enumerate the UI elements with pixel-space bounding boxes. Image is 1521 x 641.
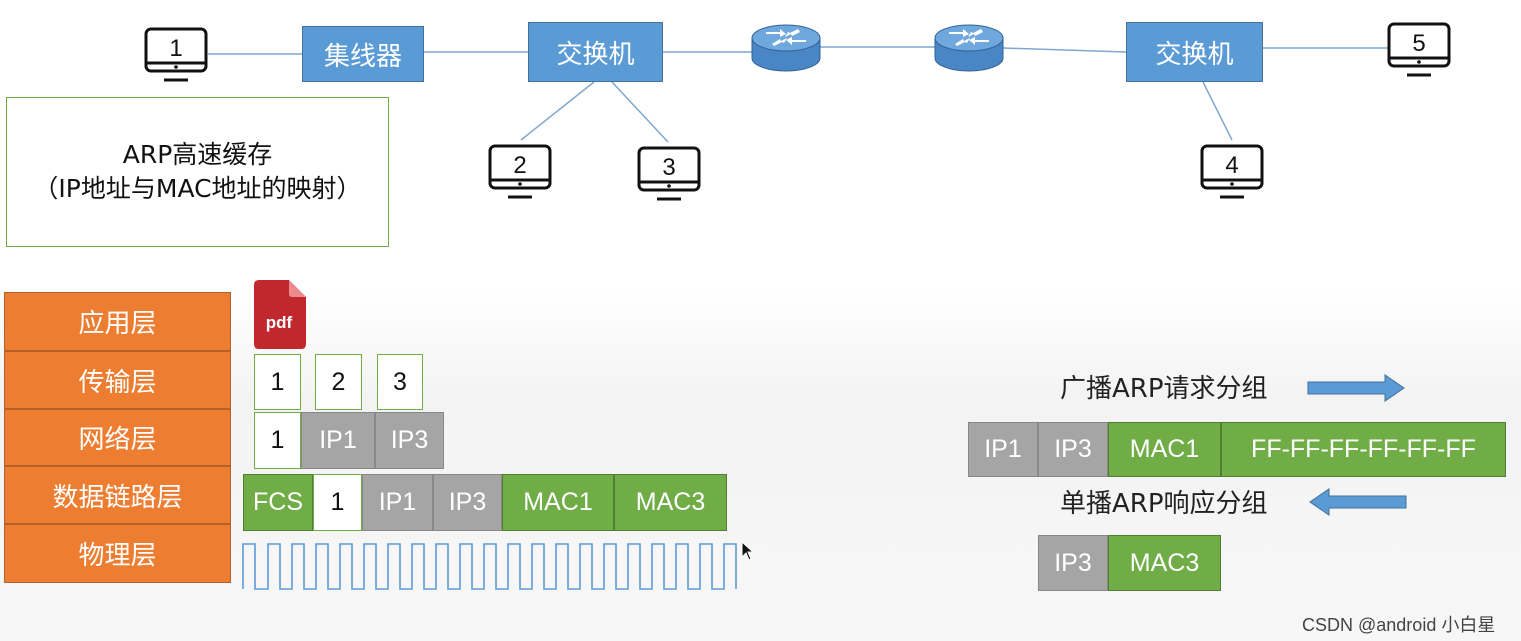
signal-waveform: [242, 543, 737, 590]
host-4-icon[interactable]: 4: [1200, 144, 1266, 202]
field-label: FF-FF-FF-FF-FF-FF: [1251, 435, 1476, 463]
pdf-label: pdf: [266, 313, 293, 332]
watermark: CSDN @android 小白星: [1302, 615, 1496, 635]
field-label: MAC3: [635, 488, 706, 516]
layer-transport: 传输层: [4, 351, 231, 409]
field-label: FCS: [253, 488, 303, 516]
field-label: IP3: [1054, 435, 1092, 463]
segment-label: 2: [331, 367, 346, 396]
layer-physical: 物理层: [4, 524, 231, 583]
arp-request-sender-mac[interactable]: MAC1: [1108, 422, 1221, 477]
segment-label: 1: [270, 367, 285, 396]
pdf-file-icon[interactable]: pdf: [253, 280, 307, 350]
field-label: 1: [330, 488, 345, 516]
field-label: IP1: [984, 435, 1022, 463]
arp-cache-title: ARP高速缓存: [122, 140, 273, 169]
segment-2[interactable]: 2: [315, 354, 362, 410]
field-label: IP3: [448, 488, 487, 516]
frame-dst-ip-field[interactable]: IP3: [433, 474, 502, 531]
arrow-right-icon: [1307, 374, 1405, 402]
host-4-label: 4: [1225, 152, 1238, 179]
arrow-left-icon: [1309, 488, 1407, 516]
arp-cache-subtitle: （IP地址与MAC地址的映射）: [33, 174, 362, 203]
switch-right-label: 交换机: [1155, 39, 1234, 70]
segment-1[interactable]: 1: [254, 354, 301, 410]
switch-left-label: 交换机: [556, 39, 635, 70]
field-label: IP1: [378, 488, 417, 516]
broadcast-title: 广播ARP请求分组: [1060, 374, 1268, 404]
field-label: MAC3: [1129, 548, 1200, 577]
switch-left-box[interactable]: 交换机: [528, 22, 663, 82]
packet-src-ip-field[interactable]: IP1: [301, 412, 375, 469]
field-label: 1: [270, 426, 285, 454]
field-label: MAC1: [1129, 435, 1200, 463]
frame-dst-mac-field[interactable]: MAC3: [614, 474, 727, 531]
layer-label: 应用层: [78, 309, 157, 339]
packet-data-field[interactable]: 1: [254, 412, 301, 469]
mouse-cursor-icon: [741, 541, 755, 561]
field-label: IP3: [390, 426, 429, 454]
router-left-icon[interactable]: [750, 22, 822, 76]
field-label: IP1: [319, 426, 357, 454]
segment-label: 3: [393, 367, 407, 396]
hub-box[interactable]: 集线器: [302, 26, 424, 82]
host-1-label: 1: [169, 35, 182, 62]
segment-3[interactable]: 3: [377, 354, 423, 410]
switch-right-box[interactable]: 交换机: [1126, 22, 1263, 82]
host-1-icon[interactable]: 1: [144, 27, 210, 85]
host-2-label: 2: [513, 152, 526, 179]
layer-data-link: 数据链路层: [4, 466, 231, 524]
arp-request-target-ip[interactable]: IP3: [1038, 422, 1108, 477]
frame-src-mac-field[interactable]: MAC1: [502, 474, 614, 531]
field-label: MAC1: [523, 488, 593, 516]
field-label: IP3: [1054, 548, 1092, 577]
arp-response-ip[interactable]: IP3: [1038, 535, 1108, 591]
arp-response-mac[interactable]: MAC3: [1108, 535, 1221, 591]
layer-label: 数据链路层: [52, 482, 183, 513]
host-5-icon[interactable]: 5: [1387, 22, 1453, 80]
frame-src-ip-field[interactable]: IP1: [362, 474, 433, 531]
frame-data-field[interactable]: 1: [313, 474, 362, 531]
host-3-icon[interactable]: 3: [637, 146, 703, 204]
host-3-label: 3: [662, 154, 675, 181]
router-right-icon[interactable]: [933, 22, 1005, 76]
hub-label: 集线器: [323, 41, 402, 72]
layer-label: 传输层: [78, 367, 157, 398]
unicast-title: 单播ARP响应分组: [1060, 489, 1268, 519]
arp-request-sender-ip[interactable]: IP1: [968, 422, 1038, 477]
arp-request-target-mac[interactable]: FF-FF-FF-FF-FF-FF: [1221, 422, 1506, 477]
packet-dst-ip-field[interactable]: IP3: [375, 412, 444, 469]
layer-network: 网络层: [4, 409, 231, 466]
host-2-icon[interactable]: 2: [488, 144, 554, 202]
layer-label: 网络层: [78, 425, 157, 455]
layer-label: 物理层: [78, 541, 157, 571]
host-5-label: 5: [1412, 30, 1425, 57]
frame-fcs-field[interactable]: FCS: [243, 474, 313, 531]
arp-cache-box: ARP高速缓存 （IP地址与MAC地址的映射）: [6, 97, 389, 247]
layer-application: 应用层: [4, 292, 231, 351]
